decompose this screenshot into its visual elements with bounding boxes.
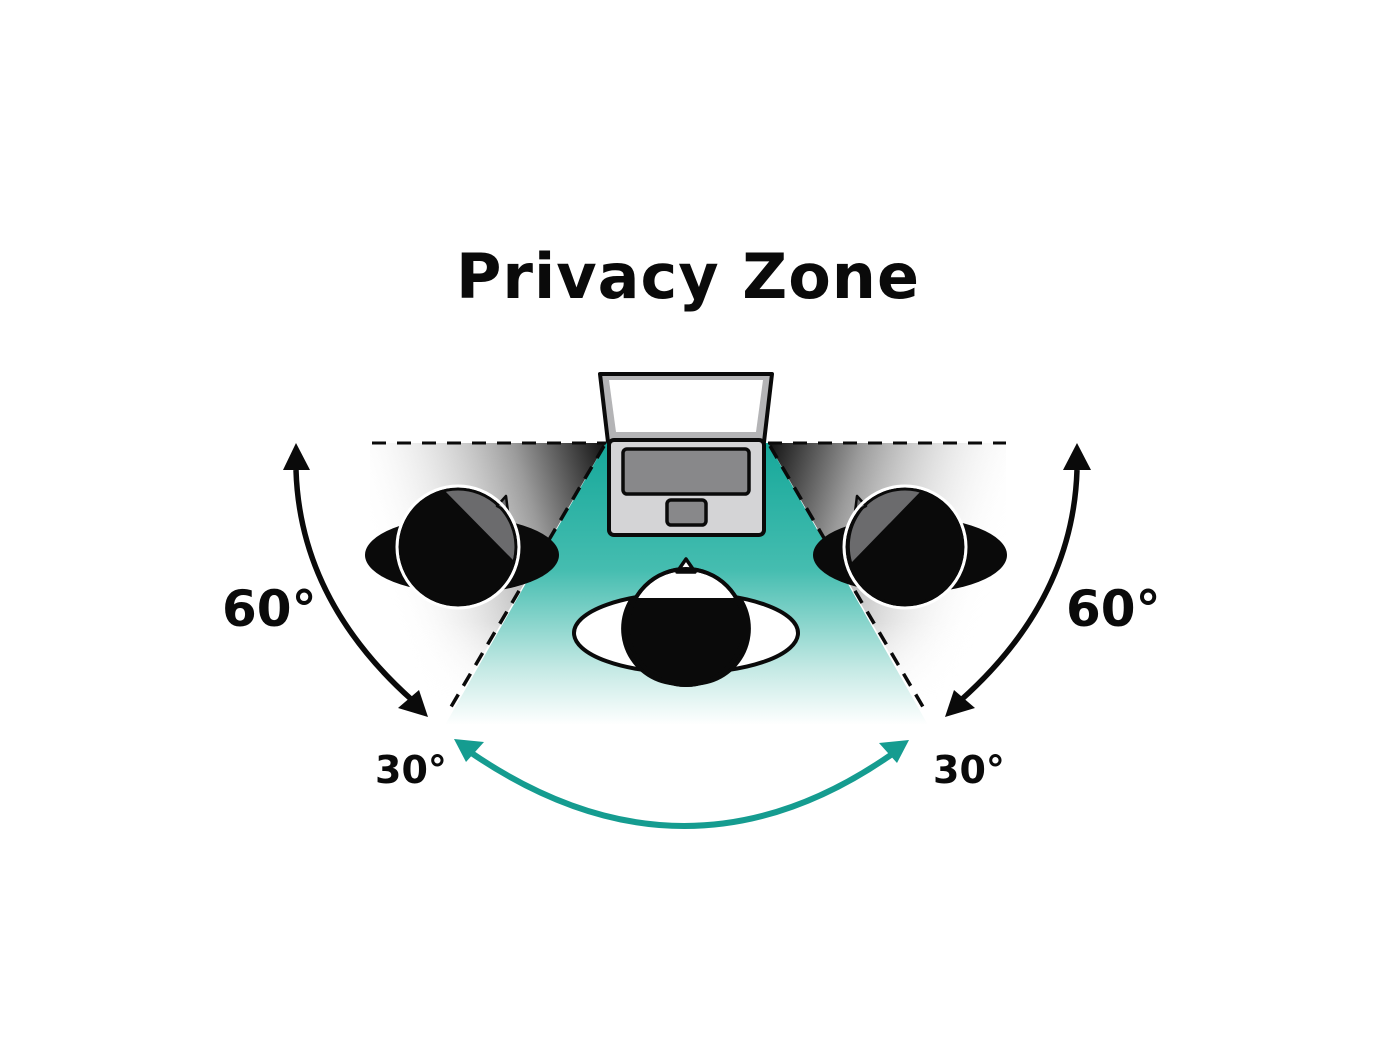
- left-60-degree-arrow: [283, 443, 428, 717]
- center-viewer-person-icon: [572, 557, 800, 687]
- right-60-degree-arrow: [945, 443, 1091, 717]
- laptop-icon: [598, 372, 774, 537]
- diagram-title: Privacy Zone: [455, 240, 920, 313]
- right-inner-angle-label: 30°: [933, 748, 1005, 792]
- left-viewer-person-icon: [365, 484, 559, 610]
- privacy-30-degree-arrow: [454, 739, 909, 829]
- right-viewer-person-icon: [813, 484, 1007, 610]
- left-inner-angle-label: 30°: [375, 748, 447, 792]
- left-outer-angle-label: 60°: [222, 580, 317, 638]
- right-outer-angle-label: 60°: [1066, 580, 1161, 638]
